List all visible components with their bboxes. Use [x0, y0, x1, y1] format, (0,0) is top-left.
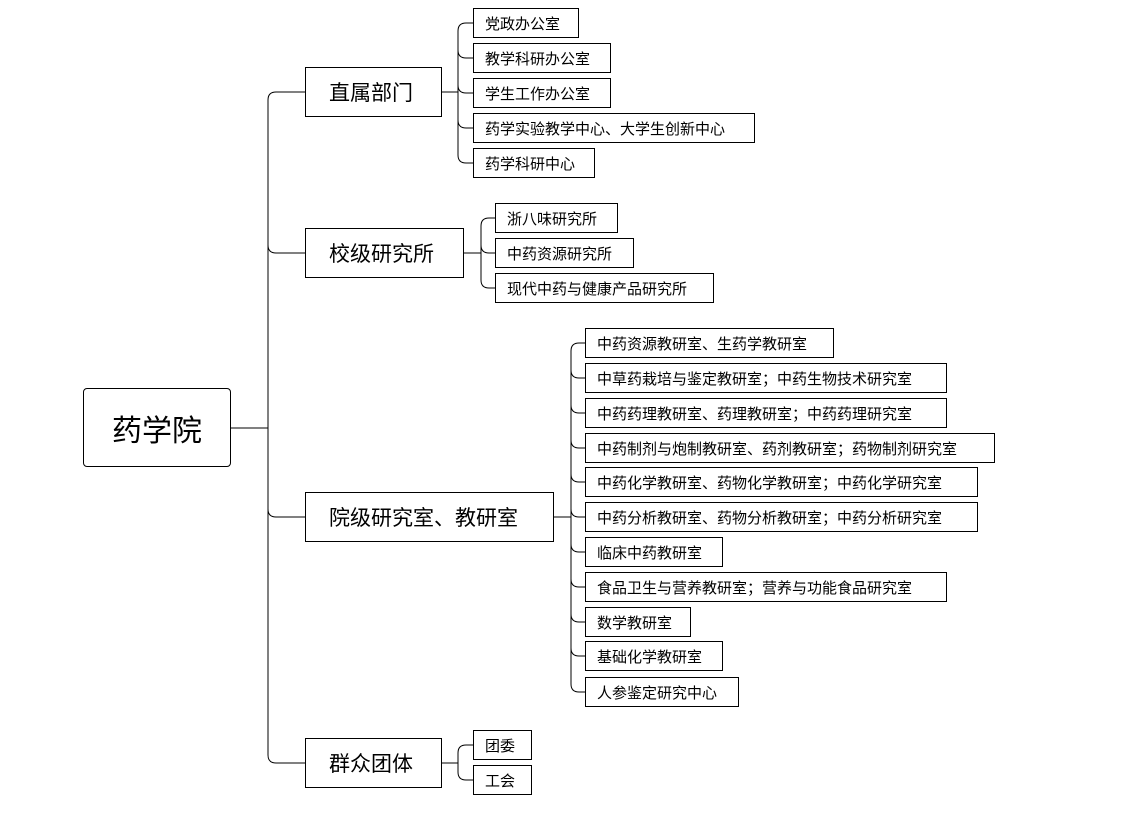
root-label: 药学院 — [112, 413, 202, 449]
leaf-node: 药学实验教学中心、大学生创新中心 — [473, 113, 755, 143]
leaf-label: 教学科研办公室 — [485, 49, 591, 68]
leaf-label: 中草药栽培与鉴定教研室；中药生物技术研究室 — [597, 369, 913, 388]
connector-line — [480, 244, 495, 254]
category-college-labs: 院级研究室、教研室 — [305, 492, 554, 542]
connector-line — [457, 119, 473, 129]
category-label: 直属部门 — [329, 81, 413, 105]
connector-line — [570, 473, 585, 483]
leaf-label: 浙八味研究所 — [507, 209, 598, 228]
root-node: 药学院 — [83, 388, 231, 467]
connector-line — [570, 683, 585, 693]
connector-line — [457, 771, 473, 781]
connector-line — [480, 217, 495, 227]
category-label: 校级研究所 — [329, 242, 434, 266]
leaf-label: 中药资源研究所 — [507, 244, 613, 263]
leaf-node: 教学科研办公室 — [473, 43, 611, 73]
connector-line — [267, 244, 305, 254]
connector-line — [570, 369, 585, 379]
category-mass-organizations: 群众团体 — [305, 738, 442, 788]
connector-line — [457, 84, 473, 94]
leaf-label: 数学教研室 — [597, 613, 673, 632]
leaf-node: 人参鉴定研究中心 — [585, 677, 739, 707]
leaf-label: 中药药理教研室、药理教研室；中药药理研究室 — [597, 404, 913, 423]
connector-line — [570, 439, 585, 449]
leaf-label: 食品卫生与营养教研室；营养与功能食品研究室 — [597, 578, 913, 597]
leaf-node: 中药化学教研室、药物化学教研室；中药化学研究室 — [585, 467, 978, 497]
connector-line — [570, 543, 585, 553]
leaf-label: 中药资源教研室、生药学教研室 — [597, 334, 808, 353]
category-direct-departments: 直属部门 — [305, 67, 442, 117]
connector-line — [457, 744, 473, 754]
leaf-label: 工会 — [485, 771, 516, 790]
connector-line — [457, 22, 473, 32]
connector-line — [570, 613, 585, 623]
leaf-node: 团委 — [473, 730, 532, 760]
leaf-node: 临床中药教研室 — [585, 537, 723, 567]
leaf-label: 药学实验教学中心、大学生创新中心 — [485, 119, 726, 138]
connector-line — [570, 508, 585, 518]
connector-line — [570, 647, 585, 657]
leaf-label: 团委 — [485, 736, 516, 755]
leaf-node: 党政办公室 — [473, 8, 579, 38]
leaf-label: 中药分析教研室、药物分析教研室；中药分析研究室 — [597, 508, 943, 527]
connector-line — [457, 154, 473, 164]
leaf-label: 党政办公室 — [485, 14, 561, 33]
connector-line — [570, 578, 585, 588]
leaf-label: 基础化学教研室 — [597, 647, 703, 666]
leaf-label: 临床中药教研室 — [597, 543, 703, 562]
leaf-node: 中药分析教研室、药物分析教研室；中药分析研究室 — [585, 502, 978, 532]
category-university-institutes: 校级研究所 — [305, 228, 464, 278]
connector-line — [480, 279, 495, 289]
connector-line — [457, 49, 473, 59]
leaf-label: 人参鉴定研究中心 — [597, 683, 718, 702]
leaf-label: 药学科研中心 — [485, 154, 576, 173]
leaf-node: 中药制剂与炮制教研室、药剂教研室；药物制剂研究室 — [585, 433, 995, 463]
leaf-node: 中草药栽培与鉴定教研室；中药生物技术研究室 — [585, 363, 947, 393]
leaf-label: 中药化学教研室、药物化学教研室；中药化学研究室 — [597, 473, 943, 492]
leaf-label: 中药制剂与炮制教研室、药剂教研室；药物制剂研究室 — [597, 439, 958, 458]
connector-line — [267, 508, 305, 518]
leaf-node: 学生工作办公室 — [473, 78, 611, 108]
leaf-node: 中药药理教研室、药理教研室；中药药理研究室 — [585, 398, 947, 428]
connector-line — [570, 342, 585, 352]
leaf-node: 现代中药与健康产品研究所 — [495, 273, 714, 303]
leaf-label: 现代中药与健康产品研究所 — [507, 279, 688, 298]
leaf-node: 基础化学教研室 — [585, 641, 723, 671]
leaf-label: 学生工作办公室 — [485, 84, 591, 103]
category-label: 群众团体 — [329, 752, 413, 776]
connector-line — [267, 91, 277, 764]
leaf-node: 中药资源教研室、生药学教研室 — [585, 328, 834, 358]
leaf-node: 中药资源研究所 — [495, 238, 634, 268]
connector-line — [570, 404, 585, 414]
category-label: 院级研究室、教研室 — [329, 506, 518, 530]
leaf-node: 药学科研中心 — [473, 148, 595, 178]
leaf-node: 食品卫生与营养教研室；营养与功能食品研究室 — [585, 572, 947, 602]
leaf-node: 浙八味研究所 — [495, 203, 618, 233]
leaf-node: 工会 — [473, 765, 532, 795]
leaf-node: 数学教研室 — [585, 607, 691, 637]
